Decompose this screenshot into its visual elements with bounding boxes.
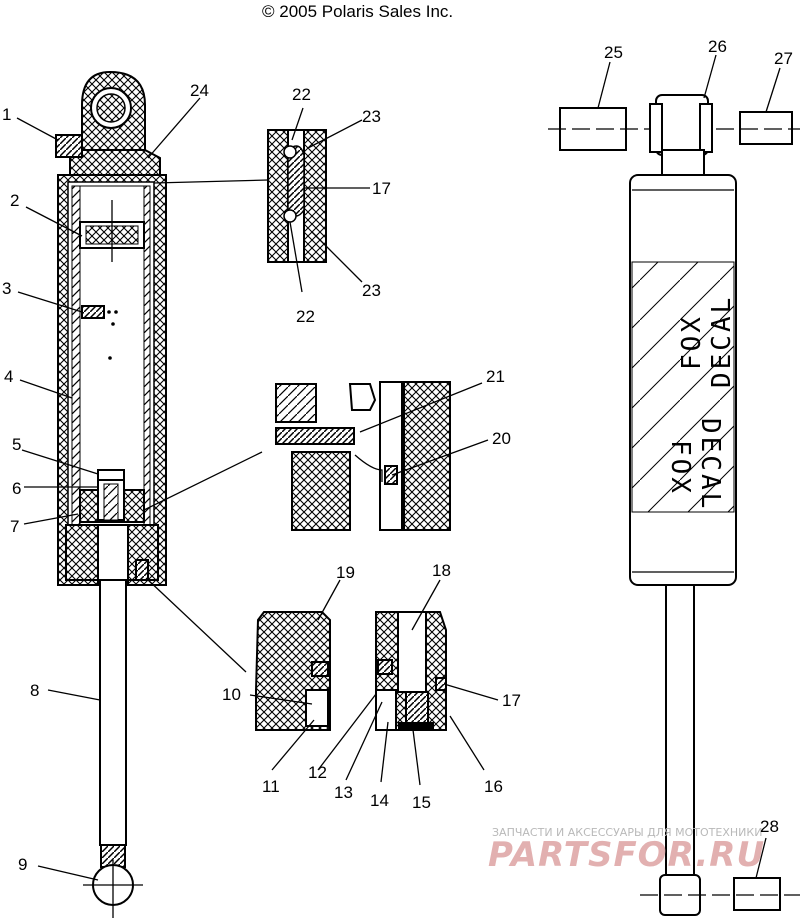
callout-22-top: 22 xyxy=(292,85,311,104)
callout-26: 26 xyxy=(708,37,727,56)
decal-text-fox-1: FOX xyxy=(665,440,695,496)
bushing-27 xyxy=(739,111,793,145)
callout-16: 16 xyxy=(484,777,503,796)
callout-7: 7 xyxy=(10,517,19,536)
callout-24: 24 xyxy=(190,81,209,100)
right-shock-exterior: FOX DECAL FOX DECAL xyxy=(548,94,800,916)
decal-text-fox-2: FOX xyxy=(677,314,707,370)
callout-3: 3 xyxy=(2,279,11,298)
callout-labels: 1 24 2 3 4 5 6 7 8 9 22 23 17 22 23 21 2… xyxy=(2,37,793,874)
callout-18: 18 xyxy=(432,561,451,580)
callout-11: 11 xyxy=(262,777,280,796)
callout-5: 5 xyxy=(12,435,21,454)
callout-23-top: 23 xyxy=(362,107,381,126)
copyright-text: © 2005 Polaris Sales Inc. xyxy=(262,2,453,21)
callout-13: 13 xyxy=(334,783,353,802)
callout-2: 2 xyxy=(10,191,19,210)
callout-22-bottom: 22 xyxy=(296,307,315,326)
air-valve xyxy=(55,134,83,158)
detail-seal-top xyxy=(153,129,327,263)
left-shock-section xyxy=(55,70,167,918)
decal-text-decal-1: DECAL xyxy=(695,418,725,511)
leader-lines xyxy=(16,54,781,881)
callout-9: 9 xyxy=(18,855,27,874)
callout-17-top: 17 xyxy=(372,179,391,198)
callout-6: 6 xyxy=(12,479,21,498)
decal-text-decal-2: DECAL xyxy=(707,295,737,388)
callout-28: 28 xyxy=(760,817,779,836)
callout-15: 15 xyxy=(412,793,431,812)
bushing-25 xyxy=(559,107,627,151)
callout-21: 21 xyxy=(486,367,505,386)
callout-17-bottom: 17 xyxy=(502,691,521,710)
callout-25: 25 xyxy=(604,43,623,62)
detail-piston-band xyxy=(143,381,451,531)
callout-27: 27 xyxy=(774,49,793,68)
callout-19: 19 xyxy=(336,563,355,582)
callout-4: 4 xyxy=(4,367,13,386)
callout-23-bottom: 23 xyxy=(362,281,381,300)
bushing-28 xyxy=(733,877,781,911)
callout-20: 20 xyxy=(492,429,511,448)
watermark-tagline: ЗАПЧАСТИ И АКСЕССУАРЫ ДЛЯ МОТОТЕХНИКИ xyxy=(492,826,762,839)
callout-1: 1 xyxy=(2,105,11,124)
callout-14: 14 xyxy=(370,791,389,810)
callout-8: 8 xyxy=(30,681,39,700)
watermark-brand: PARTSFOR.RU xyxy=(488,835,765,875)
callout-12: 12 xyxy=(308,763,327,782)
detail-seal-head xyxy=(145,577,447,731)
callout-10: 10 xyxy=(222,685,241,704)
